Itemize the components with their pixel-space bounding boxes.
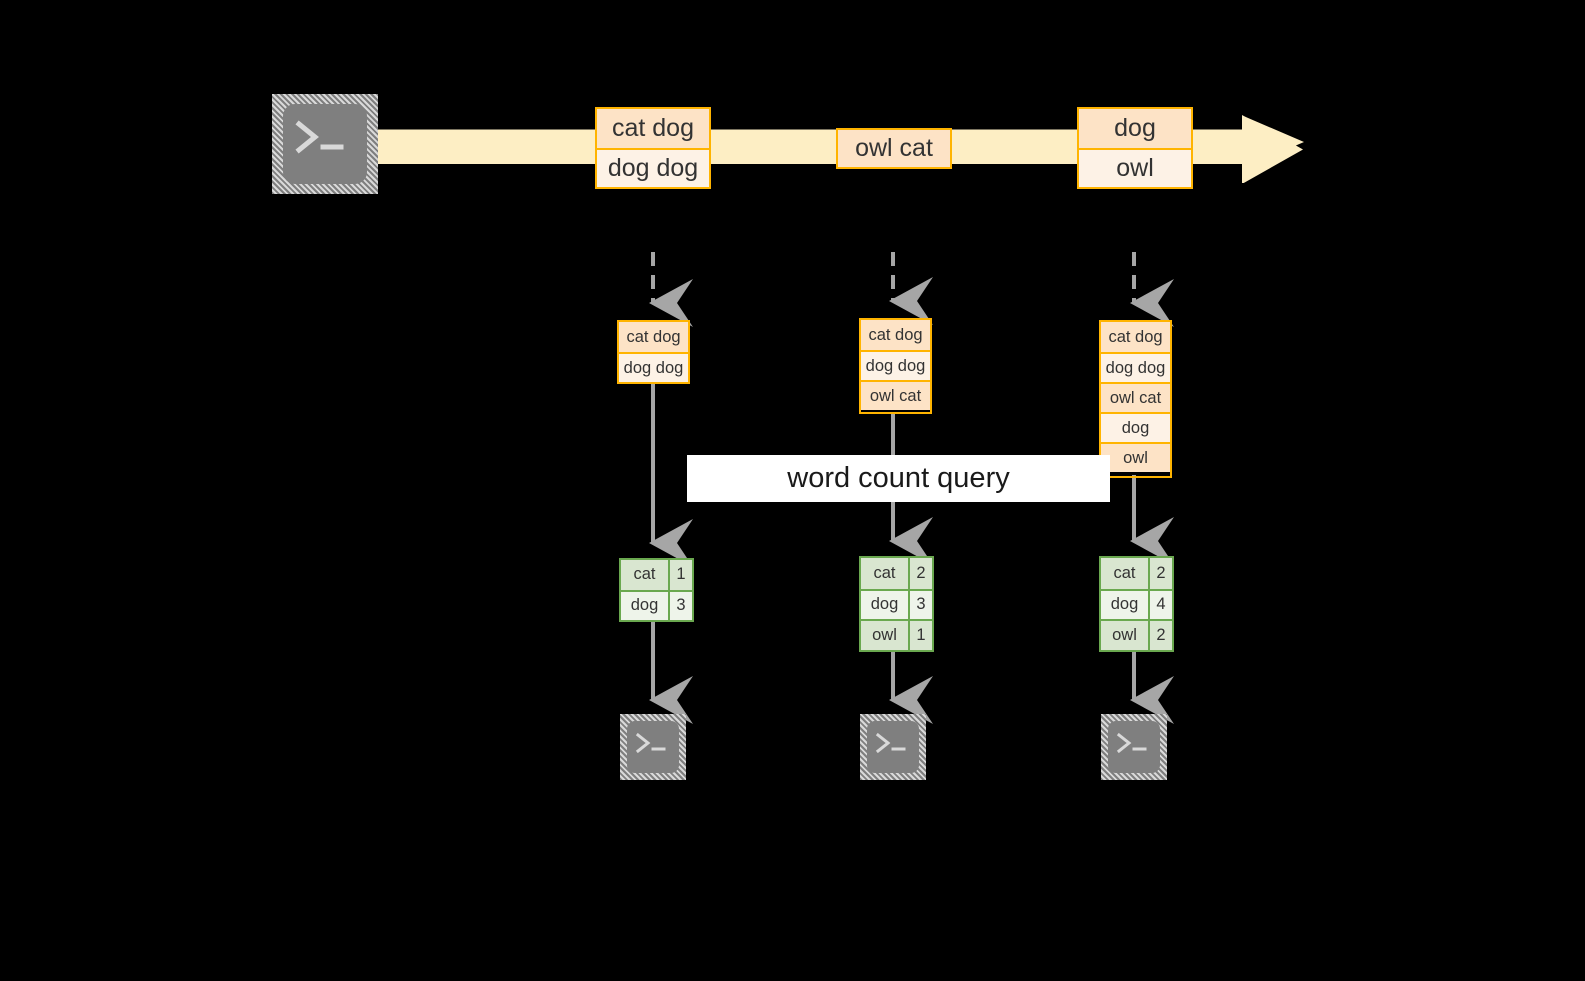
count-value: 4 bbox=[1148, 590, 1172, 620]
prompt-glyph-icon bbox=[295, 120, 344, 154]
timeline-event-1-row-2: dog dog bbox=[597, 148, 709, 187]
timeline-event-1[interactable]: cat dog dog dog bbox=[595, 107, 711, 189]
timeline-arrow bbox=[362, 115, 1304, 183]
table-row: dog 3 bbox=[621, 589, 692, 620]
table-row: cat 2 bbox=[861, 558, 932, 589]
snapshot-3-input-row-4: dog bbox=[1101, 412, 1170, 442]
snapshot-1-input-row-1: cat dog bbox=[619, 322, 688, 352]
count-word: owl bbox=[1101, 621, 1148, 650]
prompt-glyph-icon bbox=[1116, 732, 1147, 754]
snapshot-2-input-row-1: cat dog bbox=[861, 320, 930, 350]
snapshot-3-input-row-1: cat dog bbox=[1101, 322, 1170, 352]
snapshot-2-count-table[interactable]: cat 2 dog 3 owl 1 bbox=[859, 556, 934, 652]
snapshot-2-sink-terminal-icon bbox=[860, 714, 926, 780]
count-value: 3 bbox=[908, 590, 932, 620]
prompt-glyph-icon bbox=[635, 732, 666, 754]
snapshot-3-input-stack[interactable]: cat dog dog dog owl cat dog owl bbox=[1099, 320, 1172, 478]
count-word: cat bbox=[1101, 558, 1148, 589]
count-value: 2 bbox=[1148, 558, 1172, 589]
timeline-event-1-row-1: cat dog bbox=[597, 109, 709, 148]
count-word: owl bbox=[861, 621, 908, 650]
count-word: cat bbox=[861, 558, 908, 589]
count-value: 3 bbox=[668, 591, 692, 620]
snapshot-1-count-table[interactable]: cat 1 dog 3 bbox=[619, 558, 694, 622]
count-value: 2 bbox=[1148, 621, 1172, 650]
query-label-band: word count query bbox=[687, 455, 1110, 502]
table-row: cat 1 bbox=[621, 560, 692, 590]
snapshot-3-count-table[interactable]: cat 2 dog 4 owl 2 bbox=[1099, 556, 1174, 652]
snapshot-2-input-row-2: dog dog bbox=[861, 350, 930, 380]
snapshot-2-input-row-3: owl cat bbox=[861, 380, 930, 410]
timeline-event-3-row-2: owl bbox=[1079, 148, 1191, 187]
count-value: 1 bbox=[668, 560, 692, 590]
table-row: cat 2 bbox=[1101, 558, 1172, 589]
source-terminal-icon bbox=[272, 94, 378, 194]
count-value: 2 bbox=[908, 558, 932, 589]
count-word: dog bbox=[861, 590, 908, 620]
snapshot-1-input-row-2: dog dog bbox=[619, 352, 688, 382]
snapshot-1-input-stack[interactable]: cat dog dog dog bbox=[617, 320, 690, 384]
snapshot-1-sink-terminal-icon bbox=[620, 714, 686, 780]
timeline-event-3[interactable]: dog owl bbox=[1077, 107, 1193, 189]
query-label-text: word count query bbox=[787, 462, 1010, 494]
timeline-event-2[interactable]: owl cat bbox=[836, 128, 952, 169]
snapshot-3-input-row-5: owl bbox=[1101, 442, 1170, 472]
count-word: dog bbox=[621, 591, 668, 620]
table-row: owl 2 bbox=[1101, 619, 1172, 650]
snapshot-3-input-row-2: dog dog bbox=[1101, 352, 1170, 382]
table-row: dog 3 bbox=[861, 588, 932, 620]
timeline-event-3-row-1: dog bbox=[1079, 109, 1191, 148]
table-row: owl 1 bbox=[861, 619, 932, 650]
count-word: cat bbox=[621, 560, 668, 590]
count-word: dog bbox=[1101, 590, 1148, 620]
timeline-event-2-row-1: owl cat bbox=[838, 130, 950, 167]
snapshot-3-input-row-3: owl cat bbox=[1101, 382, 1170, 412]
prompt-glyph-icon bbox=[875, 732, 906, 754]
snapshot-3-sink-terminal-icon bbox=[1101, 714, 1167, 780]
count-value: 1 bbox=[908, 621, 932, 650]
snapshot-2-input-stack[interactable]: cat dog dog dog owl cat bbox=[859, 318, 932, 414]
table-row: dog 4 bbox=[1101, 588, 1172, 620]
